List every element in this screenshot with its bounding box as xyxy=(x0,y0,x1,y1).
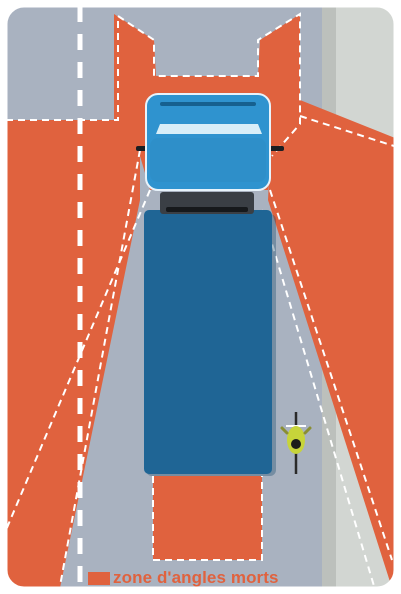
blind-zone-rear xyxy=(153,476,262,560)
truck-trailer xyxy=(144,210,272,474)
legend: zone d'angles morts xyxy=(88,568,279,588)
legend-label: zone d'angles morts xyxy=(113,568,279,588)
truck-top-view-icon xyxy=(136,94,284,476)
cyclist-helmet xyxy=(291,439,301,449)
legend-swatch xyxy=(88,572,110,585)
truck-windshield xyxy=(156,124,262,134)
